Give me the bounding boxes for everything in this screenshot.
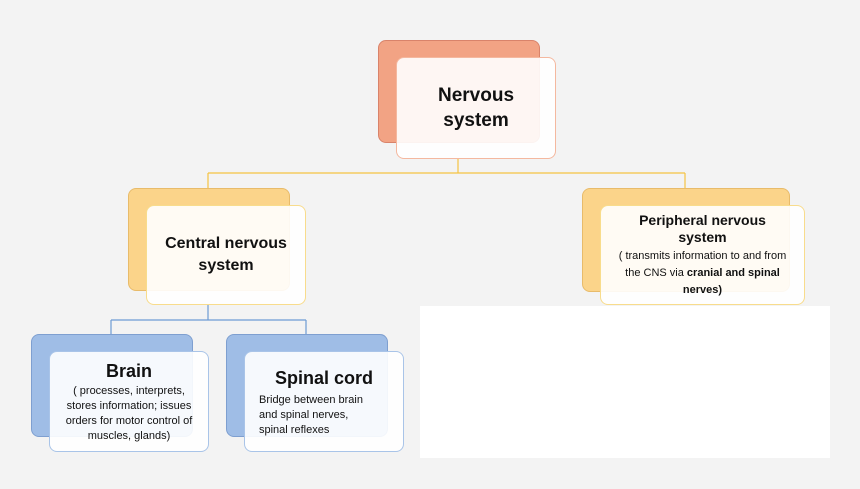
nervous-system-title: Nervous system — [437, 85, 515, 131]
blank-white-panel — [420, 306, 830, 458]
nervous-system-box: Nervous system — [396, 57, 556, 159]
peripheral-description-bold: cranial and spinal nerves) — [682, 266, 780, 296]
brain-title: Brain — [105, 360, 152, 381]
brain-box: Brain ( processes, interprets, stores in… — [49, 351, 209, 452]
spinal-cord-description-line: Bridge between brain — [259, 393, 363, 406]
spinal-cord-description-line: and spinal nerves, — [259, 408, 349, 421]
spinal-cord-box: Spinal cord Bridge between brain and spi… — [244, 351, 404, 452]
central-nervous-system-box: Central nervous system — [146, 205, 306, 305]
peripheral-nervous-system-description: ( transmits information to and from the … — [613, 248, 793, 299]
spinal-cord-description: Bridge between brain and spinal nerves, … — [259, 393, 363, 438]
peripheral-nervous-system-title: Peripheral nervous system — [639, 211, 766, 245]
brain-description: ( processes, interprets, stores informat… — [65, 384, 193, 442]
spinal-cord-description-line: spinal reflexes — [259, 423, 330, 436]
spinal-cord-title: Spinal cord — [274, 367, 373, 388]
peripheral-nervous-system-box: Peripheral nervous system ( transmits in… — [600, 205, 805, 305]
central-nervous-system-title: Central nervous system — [165, 235, 287, 274]
peripheral-description-text: ( transmits information to and from the … — [618, 249, 787, 279]
